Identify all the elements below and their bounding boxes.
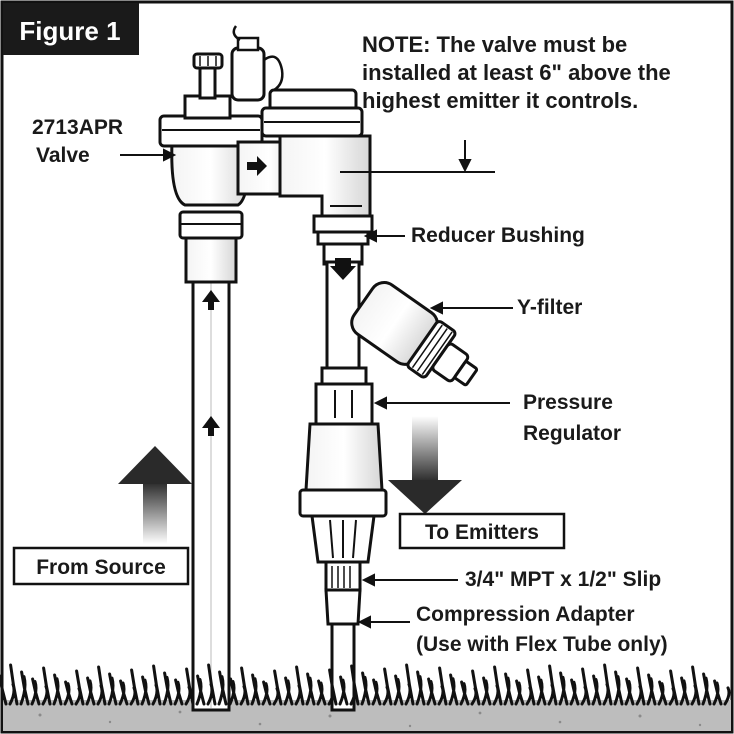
reducer-bushing-label: Reducer Bushing: [411, 224, 585, 247]
from-source-box: [12, 546, 190, 586]
reducer-bushing: [312, 214, 374, 266]
flow-arrow-small-icon: [202, 416, 220, 436]
compression-label-line-1: Compression Adapter: [416, 603, 635, 626]
leader-lines: [120, 140, 513, 629]
to-emitters-box: [398, 512, 566, 550]
outlet-elbow: [260, 88, 372, 218]
to-emitters-arrow-icon: [388, 416, 462, 514]
ground: [3, 700, 731, 731]
compression-label-line-2: (Use with Flex Tube only): [416, 633, 668, 656]
solenoid: [230, 46, 266, 102]
flex-tube: [330, 622, 356, 712]
note-line-1: NOTE: The valve must be: [362, 32, 627, 57]
pressure-label-line-1: Pressure: [523, 391, 613, 414]
valve-label-name: Valve: [36, 144, 90, 167]
flow-arrow-down-icon: [330, 258, 356, 280]
y-filter-label: Y-filter: [517, 296, 582, 319]
note-line-2: installed at least 6" above the: [362, 60, 671, 85]
from-source-arrow-icon: [118, 446, 192, 544]
flow-arrow-small-icon: [202, 290, 220, 310]
y-filter: [350, 281, 479, 387]
source-pipe: [178, 210, 244, 712]
grass-blades: [0, 663, 731, 706]
pressure-regulator: [298, 366, 388, 564]
grass: [0, 663, 731, 706]
pressure-label-line-2: Regulator: [523, 422, 621, 445]
source-pipe-fitting: [184, 234, 238, 284]
flow-arrow-right-icon: [247, 156, 267, 176]
mpt-label: 3/4" MPT x 1/2" Slip: [465, 568, 661, 591]
note-line-3: highest emitter it controls.: [362, 88, 638, 113]
from-source-label: From Source: [36, 556, 166, 579]
compression-adapter: [324, 560, 362, 712]
figure-title-box: [3, 3, 139, 55]
valve-label-model: 2713APR: [32, 116, 123, 139]
valve-2713apr: [158, 25, 302, 207]
figure-title: Figure 1: [19, 16, 120, 46]
to-emitters-label: To Emitters: [425, 521, 539, 544]
